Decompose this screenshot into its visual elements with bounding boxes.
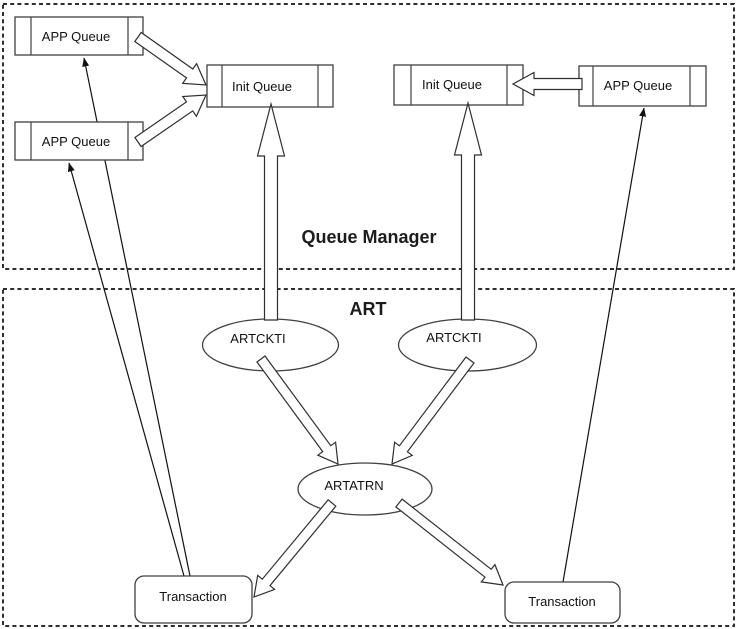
- queue-manager-region-frame: [2, 3, 735, 270]
- block-arrow-app-queue-right-to-init-queue-right: [511, 71, 583, 97]
- transaction-left-label: Transaction: [159, 589, 226, 604]
- app-queue-mid-left-label: APP Queue: [42, 134, 110, 149]
- art-region-label: ART: [350, 299, 387, 319]
- block-arrow-artckti-left-to-artatrn: [256, 355, 339, 465]
- transaction-right-label: Transaction: [528, 594, 595, 609]
- queue-manager-region-label: Queue Manager: [301, 227, 436, 247]
- node-app-queue-mid-left: [14, 121, 144, 161]
- thin-arrow-transaction-left-to-app-queue-mid: [67, 162, 185, 577]
- block-arrow-app-queue-mid-to-init-queue-left: [134, 94, 207, 148]
- node-transaction-right-shape: [504, 581, 621, 624]
- block-arrow-artatrn-to-transaction-right: [395, 498, 504, 586]
- block-arrow-artckti-right-to-init-queue-right: [453, 100, 483, 321]
- queue-shape: [206, 64, 334, 108]
- queue-shape: [393, 64, 524, 106]
- thin-arrow-transaction-right-to-app-queue-right: [562, 107, 647, 583]
- init-queue-left-label: Init Queue: [232, 79, 292, 94]
- init-queue-right-label: Init Queue: [422, 77, 482, 92]
- node-transaction-left-shape: [134, 575, 253, 624]
- node-init-queue-right: [393, 64, 524, 106]
- block-arrow-app-queue-top-to-init-queue-left: [133, 31, 207, 86]
- artatrn-label: ARTATRN: [324, 478, 383, 493]
- artckti-right-label: ARTCKTI: [426, 330, 481, 345]
- block-arrow-artckti-left-to-init-queue-left: [256, 101, 286, 321]
- block-arrow-artckti-right-to-artatrn: [391, 356, 475, 465]
- app-queue-top-left-label: APP Queue: [42, 29, 110, 44]
- block-arrow-artatrn-to-transaction-left: [253, 498, 337, 598]
- artckti-left-label: ARTCKTI: [230, 331, 285, 346]
- node-init-queue-left: [206, 64, 334, 108]
- app-queue-right-label: APP Queue: [604, 78, 672, 93]
- art-region-frame: [2, 288, 735, 627]
- queue-shape: [14, 121, 144, 161]
